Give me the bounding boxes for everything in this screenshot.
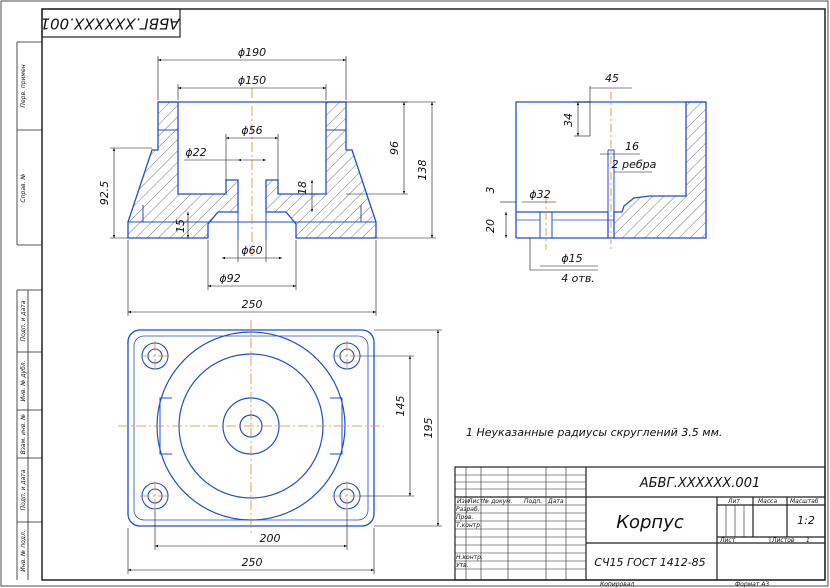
margin-label-4: Инв. № дубл. bbox=[20, 360, 27, 401]
dim-h96: 96 bbox=[388, 141, 401, 155]
col-list: Лист bbox=[467, 498, 484, 505]
row-nkontr: Н.контр. bbox=[456, 554, 483, 561]
dim-side-d15: ϕ15 bbox=[561, 252, 582, 265]
side-margin: Перв. примен Справ. № Подп. и дата Инв. … bbox=[16, 41, 42, 580]
front-view: ϕ190 ϕ150 ϕ56 ϕ22 96 138 92.5 18 15 ϕ60 … bbox=[98, 46, 436, 316]
tb-sheet-label: Лист bbox=[719, 537, 736, 544]
footer-format: Формат A3 bbox=[735, 581, 769, 588]
margin-label-1: Перв. примен bbox=[20, 64, 27, 107]
dim-side-ribs: 2 ребра bbox=[612, 158, 657, 171]
tb-lit-label: Лит bbox=[727, 498, 740, 505]
margin-label-6: Подп. и дата bbox=[20, 469, 27, 510]
dim-side-3: 3 bbox=[484, 187, 497, 194]
section-right bbox=[265, 101, 377, 239]
tb-scale-label: Масштаб bbox=[790, 498, 819, 505]
stamp-code: АБВГ.XXXXXX.001 bbox=[40, 15, 180, 33]
dim-h15: 15 bbox=[174, 219, 187, 233]
col-sign: Подп. bbox=[524, 498, 542, 505]
dim-side-34: 34 bbox=[562, 113, 575, 127]
dim-h18: 18 bbox=[296, 181, 309, 195]
tb-scale-value: 1:2 bbox=[797, 514, 815, 527]
dim-side-16: 16 bbox=[625, 140, 639, 153]
row-razrab: Разраб. bbox=[456, 506, 480, 513]
dim-d22: ϕ22 bbox=[185, 146, 206, 159]
tb-sheets-label: Листов bbox=[771, 537, 795, 544]
side-view: 45 34 16 2 ребра 3 20 ϕ32 ϕ15 4 отв. bbox=[484, 72, 707, 285]
tb-sheets-value: 1 bbox=[806, 537, 810, 544]
top-view: 145 195 200 250 bbox=[118, 320, 442, 574]
dim-d56: ϕ56 bbox=[241, 124, 262, 137]
technical-note: 1 Неуказанные радиусы скруглений 3.5 мм. bbox=[466, 426, 722, 439]
margin-label-5: Взам. инв. № bbox=[20, 414, 27, 455]
dim-w250: 250 bbox=[242, 298, 263, 311]
row-tkontr: Т.контр. bbox=[456, 522, 482, 529]
tb-material: СЧ15 ГОСТ 1412-85 bbox=[594, 556, 705, 569]
dim-side-holes: 4 отв. bbox=[561, 272, 595, 285]
dim-side-45: 45 bbox=[605, 72, 619, 85]
rotated-stamp: АБВГ.XXXXXX.001 bbox=[40, 8, 181, 38]
dim-d92: ϕ92 bbox=[219, 272, 240, 285]
margin-label-7: Инв. № подл. bbox=[20, 530, 27, 571]
dim-top-250: 250 bbox=[242, 556, 263, 569]
col-izm: Изм bbox=[457, 498, 470, 505]
dim-h92: 92.5 bbox=[98, 181, 111, 206]
row-prov: Пров. bbox=[456, 514, 474, 521]
row-utv: Утв. bbox=[456, 562, 469, 569]
side-section-right bbox=[613, 101, 707, 239]
dim-d190: ϕ190 bbox=[238, 46, 266, 59]
tb-designation: АБВГ.XXXXXX.001 bbox=[639, 476, 761, 491]
margin-label-3: Подп. и дата bbox=[20, 300, 27, 341]
col-date: Дата bbox=[547, 498, 564, 505]
section-left bbox=[127, 101, 239, 239]
dim-side-d32: ϕ32 bbox=[529, 188, 550, 201]
dim-h138: 138 bbox=[416, 160, 429, 181]
dim-top-195: 195 bbox=[422, 418, 435, 439]
margin-label-2: Справ. № bbox=[20, 173, 27, 202]
title-block: Изм Лист № докум. Подп. Дата Разраб. Про… bbox=[454, 466, 826, 581]
dim-d60: ϕ60 bbox=[241, 244, 262, 257]
dim-side-20: 20 bbox=[484, 219, 497, 233]
dim-top-200: 200 bbox=[260, 532, 281, 545]
dim-d150: ϕ150 bbox=[238, 74, 266, 87]
inner-frame bbox=[41, 8, 826, 581]
footer-copied: Копировал bbox=[600, 581, 634, 588]
dim-top-145: 145 bbox=[394, 396, 407, 417]
col-doc: № докум. bbox=[482, 498, 513, 505]
tb-part-name: Корпус bbox=[616, 512, 684, 533]
tb-mass-label: Масса bbox=[758, 498, 777, 505]
